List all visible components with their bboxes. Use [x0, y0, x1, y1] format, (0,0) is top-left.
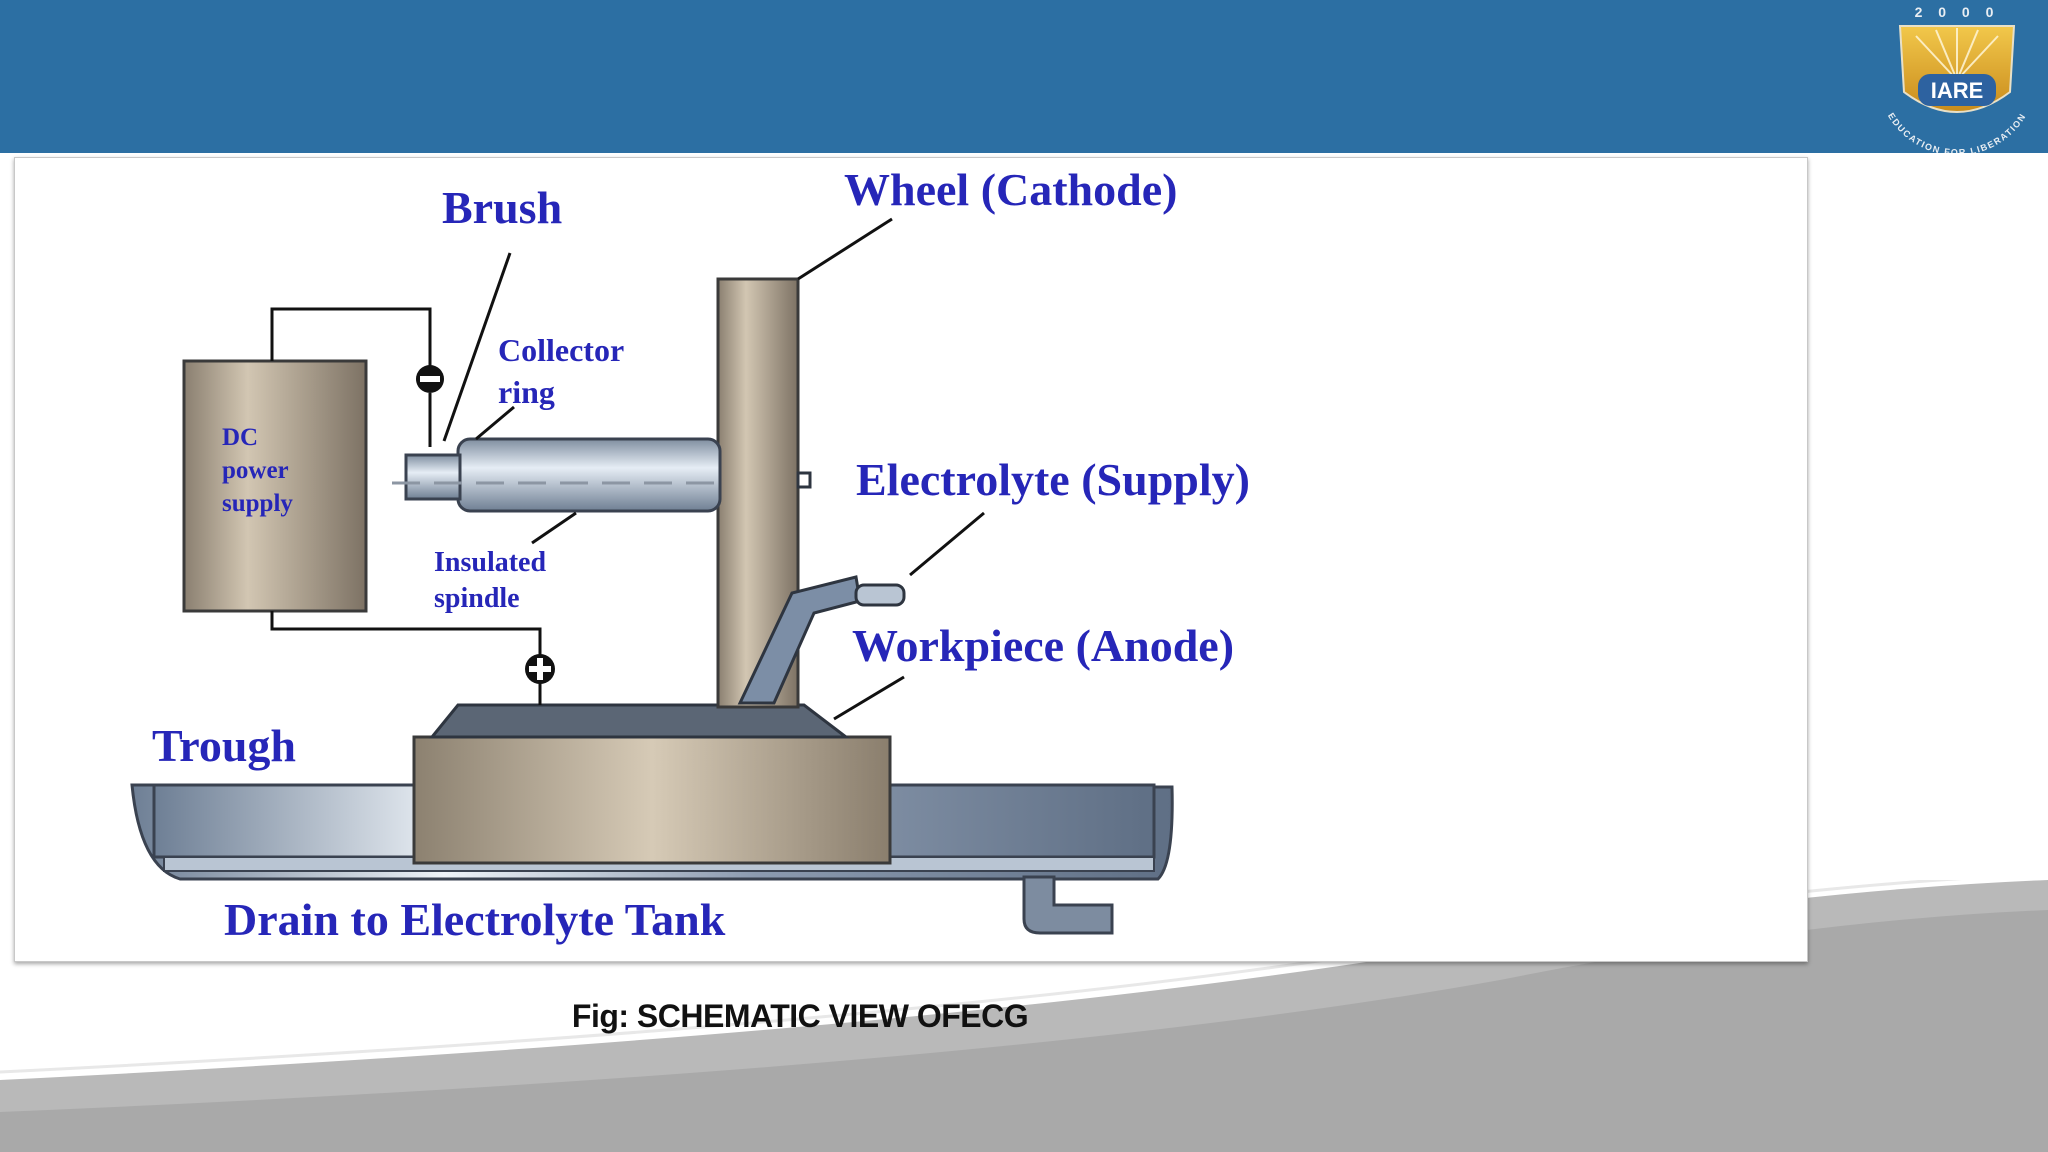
collector-ring-label-line1: Collector — [498, 332, 624, 368]
electrolyte-supply-label: Electrolyte (Supply) — [856, 454, 1250, 505]
electrolyte-nozzle — [737, 575, 906, 705]
drain-pipe — [1022, 875, 1114, 935]
wiring — [270, 307, 542, 705]
svg-text:EDUCATION FOR LIBERATION: EDUCATION FOR LIBERATION — [1886, 111, 2028, 153]
logo-name: IARE — [1931, 78, 1984, 103]
wheel-cathode-label: Wheel (Cathode) — [844, 164, 1177, 215]
logo-motto: EDUCATION FOR LIBERATION — [1886, 111, 2027, 153]
insulated-spindle-label-line1: Insulated — [434, 547, 546, 578]
dc-supply-label-line1: DC — [222, 424, 258, 451]
figure-caption: Fig: SCHEMATIC VIEW OFECG — [571, 998, 1029, 1034]
workpiece — [428, 703, 851, 739]
trough-label: Trough — [152, 720, 296, 771]
supply-port — [796, 471, 812, 489]
collector-ring-label-line2: ring — [498, 374, 555, 410]
collector-ring — [404, 453, 462, 501]
brush-label: Brush — [442, 182, 562, 233]
workpiece-anode-label: Workpiece (Anode) — [852, 620, 1234, 671]
dc-supply-label-line2: power — [222, 457, 289, 484]
iare-logo: 2 0 0 0 IARE EDUCATION FOR LIBERATION — [1886, 4, 2028, 153]
dc-supply-label-line3: supply — [222, 490, 293, 517]
ecg-schematic: Brush Wheel (Cathode) Collector ring DC … — [130, 164, 1250, 945]
dc-power-supply — [182, 359, 368, 613]
header-band — [0, 0, 2048, 153]
insulated-spindle — [456, 437, 722, 513]
leader-lines — [442, 217, 985, 721]
machine-base — [412, 735, 892, 865]
logo-year: 2 0 0 0 — [1915, 4, 2000, 20]
insulated-spindle-label-line2: spindle — [434, 583, 520, 614]
drain-label: Drain to Electrolyte Tank — [224, 894, 726, 945]
